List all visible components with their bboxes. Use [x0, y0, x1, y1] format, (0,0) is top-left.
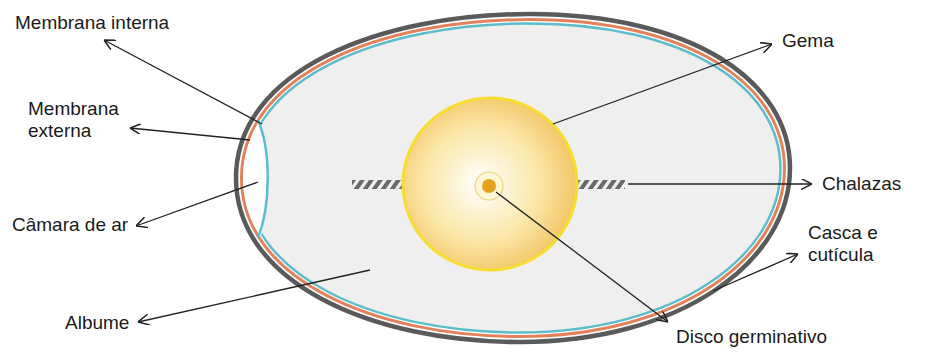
germinal-disc-ring: [475, 172, 503, 200]
chalaza: [352, 180, 402, 189]
leader-line: [496, 192, 668, 322]
leader-line: [553, 44, 772, 124]
part-label: Chalazas: [822, 173, 901, 195]
leader-line: [104, 40, 262, 124]
yolk: [403, 98, 577, 270]
air-cell-membrane: [258, 120, 268, 238]
leader-line: [130, 128, 250, 140]
germinal-disc: [482, 179, 496, 193]
chalaza: [578, 180, 625, 189]
shell: [236, 14, 790, 342]
part-label: Membrana externa: [28, 98, 128, 142]
leader-line: [628, 183, 812, 184]
part-label: Câmara de ar: [12, 214, 128, 236]
part-label: Casca e cutícula: [808, 222, 908, 266]
leader-line: [136, 182, 258, 226]
part-label: Membrana interna: [15, 12, 169, 34]
part-label: Albume: [65, 312, 129, 334]
leader-line: [138, 270, 370, 322]
air-cell: [225, 116, 269, 242]
outer-membrane: [242, 19, 785, 336]
leader-line: [713, 254, 798, 291]
part-label: Disco germinativo: [676, 326, 827, 348]
inner-membrane: [246, 23, 781, 332]
part-label: Gema: [782, 30, 834, 52]
